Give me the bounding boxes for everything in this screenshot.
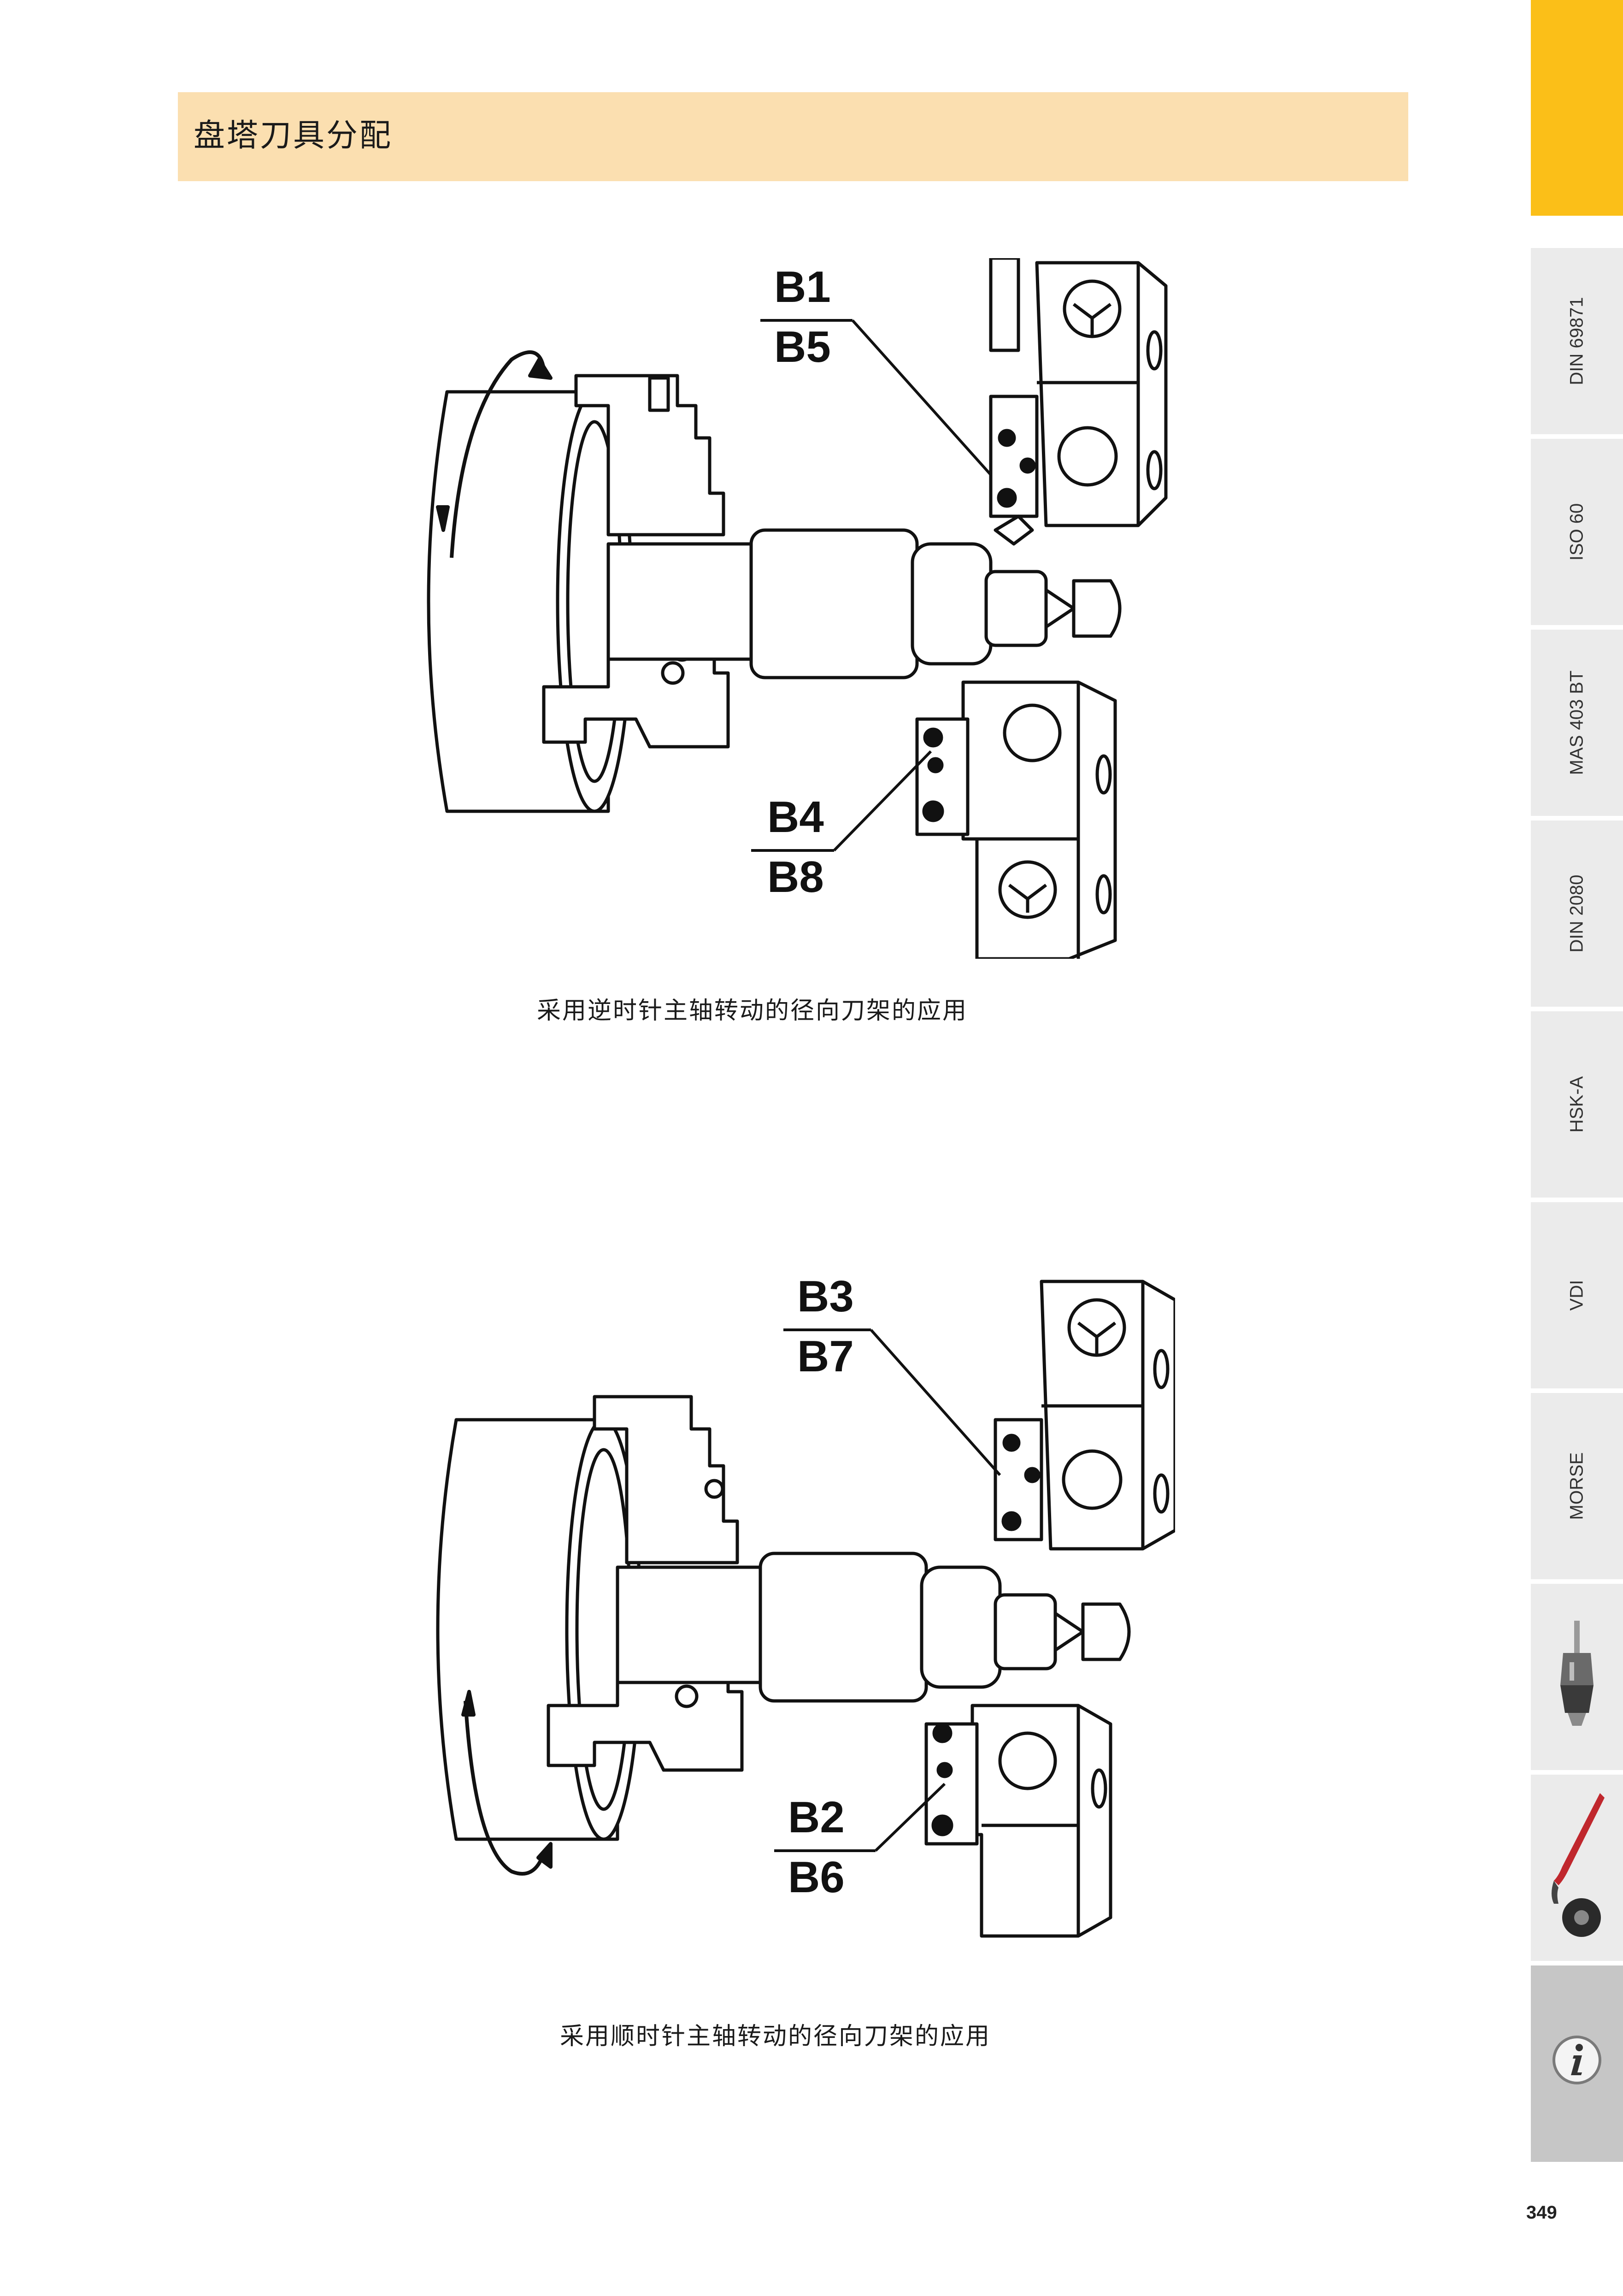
turret-diagram-clockwise: B3 B7 B2 B6: [436, 1272, 1175, 1938]
tab-din-2080[interactable]: DIN 2080: [1531, 820, 1623, 1007]
tool-holder-lower: [924, 1704, 1112, 1938]
tool-holder-upper: [994, 1280, 1175, 1551]
caption-counterclockwise: 采用逆时针主轴转动的径向刀架的应用: [537, 997, 968, 1025]
label-b2: B2: [788, 1793, 845, 1842]
label-b8: B8: [767, 852, 824, 902]
chapter-index-sidebar: DIN 69871 ISO 60 MAS 403 BT DIN 2080 HSK…: [1531, 0, 1623, 2296]
page-number: 349: [1526, 2202, 1557, 2223]
tool-holder-lower: [915, 680, 1117, 959]
tab-label: HSK-A: [1566, 1076, 1587, 1133]
tab-label: DIN 69871: [1566, 297, 1587, 385]
tab-hsk-a[interactable]: HSK-A: [1531, 1011, 1623, 1198]
tab-iso-60[interactable]: ISO 60: [1531, 439, 1623, 625]
tab-wrench-collet[interactable]: [1531, 1775, 1623, 1961]
label-b7: B7: [797, 1332, 854, 1381]
caption-clockwise: 采用顺时针主轴转动的径向刀架的应用: [560, 2023, 991, 2050]
label-leader-lines: [774, 1328, 1001, 1852]
label-b5: B5: [774, 322, 831, 372]
tab-label: ISO 60: [1566, 503, 1587, 561]
tool-holder-upper: [989, 258, 1168, 546]
workpiece-shaft: [606, 528, 1122, 679]
chuck-jaw-upper: [574, 374, 725, 537]
tab-morse[interactable]: MORSE: [1531, 1393, 1623, 1579]
chuck-body: [427, 390, 633, 813]
rotation-arrow-ccw: [436, 350, 553, 558]
rotation-arrow-cw: [461, 1690, 553, 1876]
wrench-collet-nut-icon: [1552, 1793, 1605, 1937]
sidebar-accent-tab: [1531, 0, 1623, 216]
section-title: 盘塔刀具分配: [194, 118, 393, 154]
tab-din-69871[interactable]: DIN 69871: [1531, 248, 1623, 434]
section-header-bar: [178, 92, 1408, 181]
tab-mas-403-bt[interactable]: MAS 403 BT: [1531, 630, 1623, 816]
tab-info[interactable]: [1531, 1965, 1623, 2162]
label-b1: B1: [774, 262, 831, 312]
label-b3: B3: [797, 1272, 854, 1321]
turret-diagram-counterclockwise: B1 B5 B4 B8: [427, 258, 1168, 959]
tab-label: VDI: [1566, 1280, 1587, 1311]
tab-vdi[interactable]: VDI: [1531, 1202, 1623, 1388]
chuck-jaw-upper: [593, 1395, 739, 1564]
workpiece-shaft: [616, 1552, 1131, 1703]
chuck-body: [436, 1418, 642, 1841]
info-icon: [1552, 2036, 1601, 2084]
drill-chuck-icon: [1560, 1621, 1594, 1726]
label-leader-lines: [751, 319, 992, 852]
tab-label: DIN 2080: [1566, 874, 1587, 953]
label-b6: B6: [788, 1853, 845, 1902]
tab-drill-chuck[interactable]: [1531, 1584, 1623, 1770]
tab-label: MAS 403 BT: [1566, 670, 1587, 775]
tab-label: MORSE: [1566, 1452, 1587, 1520]
label-b4: B4: [767, 792, 824, 842]
